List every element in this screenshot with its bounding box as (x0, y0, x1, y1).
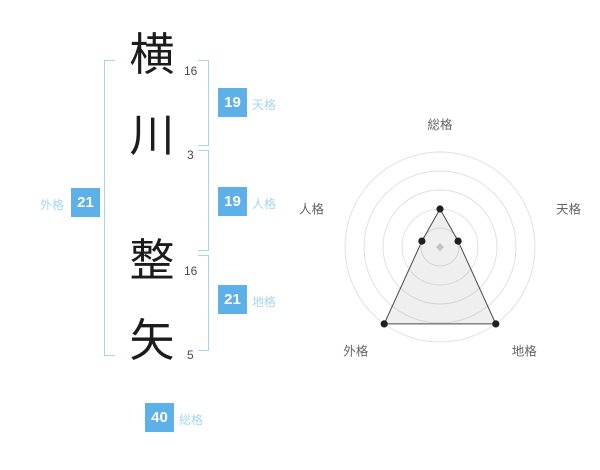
gaikaku-label: 外格 (40, 198, 65, 212)
stroke-count-4: 5 (187, 348, 194, 362)
radar-center-marker (436, 243, 444, 251)
radar-axis-label-2: 地格 (512, 344, 538, 359)
chikaku-label: 地格 (252, 295, 277, 309)
jinkaku-value-box: 19 (218, 187, 247, 216)
tenkaku-bracket (198, 60, 209, 146)
radar-axis-label-4: 人格 (299, 201, 325, 216)
soukaku-label: 総格 (179, 413, 204, 427)
name-char-3: 整 (129, 235, 175, 286)
stroke-count-3: 16 (184, 264, 198, 278)
radar-ring-1 (420, 227, 460, 267)
radar-point-1 (454, 237, 462, 245)
radar-polygon (383, 207, 497, 325)
radar-axis-label-3: 外格 (343, 344, 369, 359)
jinkaku-label: 人格 (252, 197, 277, 211)
chikaku-value-box: 21 (218, 285, 247, 314)
tenkaku-label: 天格 (252, 98, 277, 112)
name-char-4: 矢 (129, 315, 175, 366)
soukaku-value-box: 40 (145, 403, 174, 432)
radar-axis-label-0: 総格 (427, 117, 453, 132)
tenkaku-value-box: 19 (218, 88, 247, 117)
radar-point-3 (380, 320, 388, 328)
gaikaku-bracket (104, 60, 115, 356)
stroke-count-1: 16 (184, 64, 198, 78)
jinkaku-bracket (198, 150, 209, 251)
radar-point-4 (418, 237, 426, 245)
radar-ring-4 (363, 170, 517, 324)
stroke-count-2: 3 (187, 148, 194, 162)
radar-ring-3 (382, 189, 498, 305)
radar-axis-label-1: 天格 (556, 201, 582, 216)
chikaku-bracket (198, 255, 209, 351)
radar-ring-5 (344, 151, 536, 343)
radar-point-0 (436, 205, 444, 213)
name-char-2: 川 (129, 110, 175, 161)
radar-point-2 (492, 320, 500, 328)
name-char-1: 横 (129, 29, 175, 80)
gaikaku-value-box: 21 (71, 188, 100, 217)
